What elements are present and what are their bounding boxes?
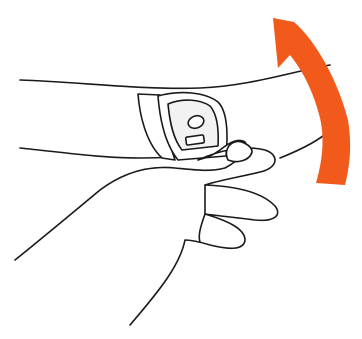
hand-icon: [15, 140, 278, 325]
rotate-arrow-icon: [273, 18, 350, 185]
wearable-device-icon: [138, 93, 227, 160]
